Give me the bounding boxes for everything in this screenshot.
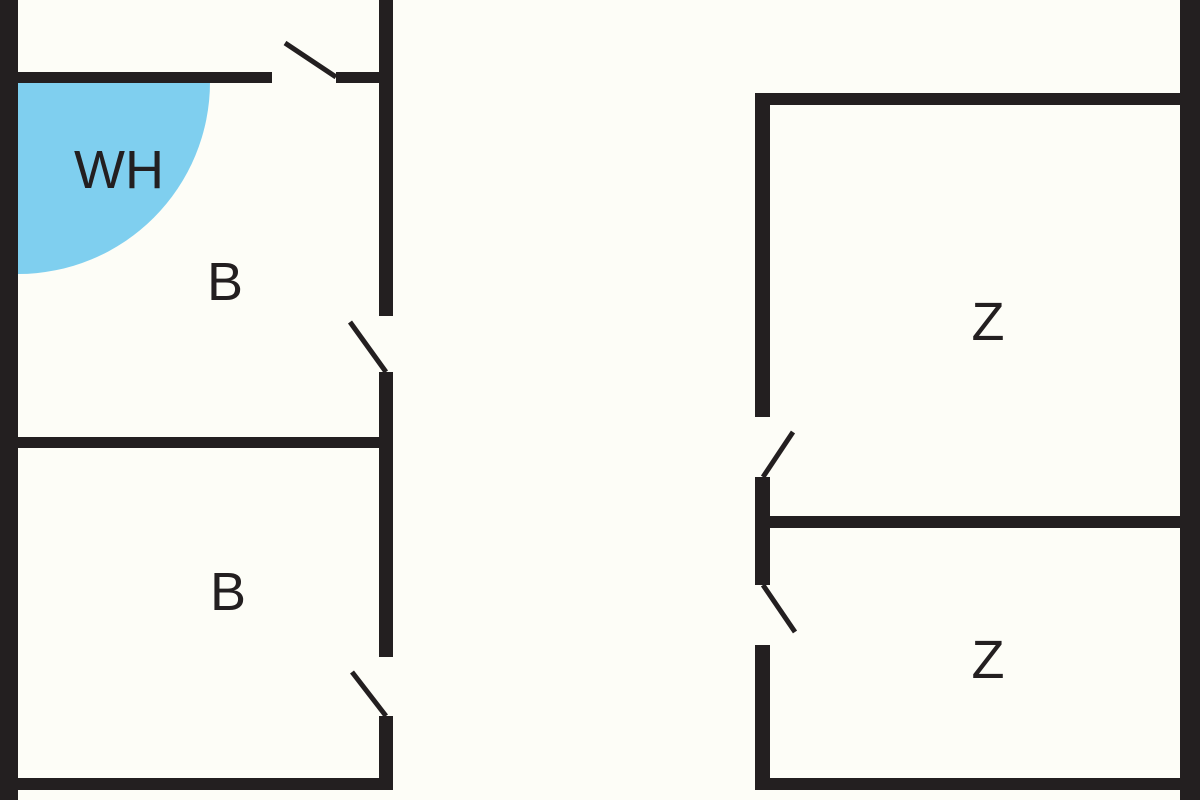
room-label-wh: WH (74, 140, 164, 200)
door-opening (755, 585, 770, 645)
wall-segment (0, 0, 18, 800)
wall-segment (379, 437, 393, 657)
door-swing-line (760, 583, 798, 634)
door-opening (272, 72, 336, 83)
door-opening (379, 316, 393, 372)
room-label-b-upper: B (206, 252, 244, 312)
wall-segment (755, 93, 1180, 105)
wall-segment (379, 716, 393, 790)
door-swing-line (350, 670, 388, 718)
room-label-z-lower: Z (971, 630, 1005, 690)
door-swing-line (347, 320, 389, 374)
door-opening (755, 417, 770, 477)
wall-segment (755, 645, 770, 790)
room-label-z-upper: Z (971, 292, 1005, 352)
wall-segment (0, 437, 393, 448)
wall-segment (0, 72, 393, 83)
wall-segment (0, 778, 393, 790)
room-label-b-lower: B (209, 562, 247, 622)
wall-segment (1180, 0, 1200, 800)
wall-segment (379, 0, 393, 316)
wall-segment (755, 516, 1180, 528)
wall-segment (755, 778, 1200, 790)
door-openings-layer (272, 72, 770, 716)
wall-segment (755, 477, 770, 585)
door-swing-line (283, 40, 338, 80)
wall-segment (755, 93, 770, 417)
water-heater-quarter-circle (18, 82, 210, 274)
wall-segment (379, 372, 393, 448)
door-swings-layer (283, 40, 798, 718)
door-swing-line (760, 430, 796, 479)
door-opening (379, 657, 393, 716)
fixtures-layer (18, 82, 210, 274)
